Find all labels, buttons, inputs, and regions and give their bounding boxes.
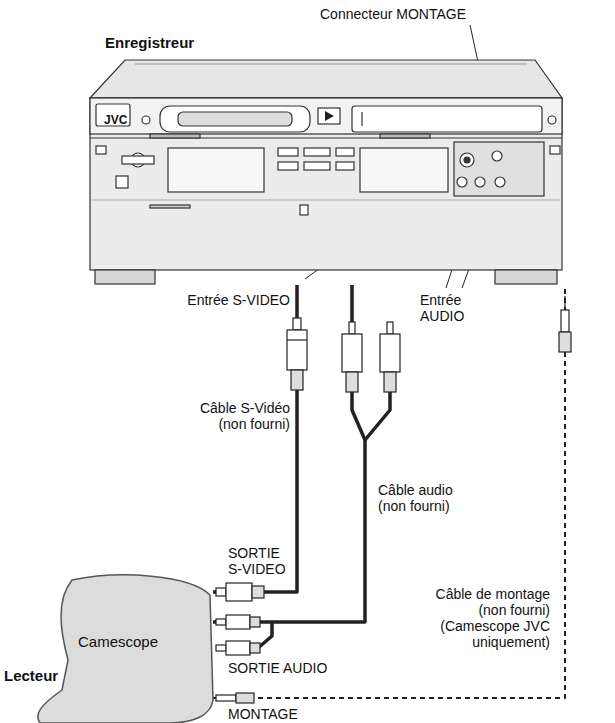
cable: [213, 285, 297, 592]
device-title: Enregistreur: [105, 34, 194, 52]
connector-name: Entrée S-VIDEO: [170, 292, 290, 308]
brand-logo: JVC: [104, 113, 127, 128]
device-title: Lecteur: [4, 667, 58, 685]
device-name: Camescope: [78, 633, 158, 651]
cable: [213, 285, 565, 698]
plugs: [216, 583, 264, 703]
connector-name: Entrée AUDIO: [420, 292, 480, 324]
connector-name: MONTAGE: [228, 706, 298, 722]
cable-name: Câble S-Vidéo (non fourni): [190, 400, 290, 432]
camcorder-outline: [38, 575, 213, 723]
connector-name: Connecteur MONTAGE: [320, 6, 466, 22]
camcorder: Lecteur Camescope: [0, 575, 213, 723]
cable: [213, 285, 365, 622]
recorder-drawing: [90, 60, 562, 284]
cable-name: Câble de montage (non fourni) (Camescope…: [405, 586, 550, 650]
cable-name: Câble audio (non fourni): [378, 482, 473, 514]
recorder: Enregistreur: [90, 58, 562, 285]
connector-name: SORTIE AUDIO: [228, 660, 327, 676]
connector-name: SORTIE S-VIDEO: [228, 545, 296, 577]
